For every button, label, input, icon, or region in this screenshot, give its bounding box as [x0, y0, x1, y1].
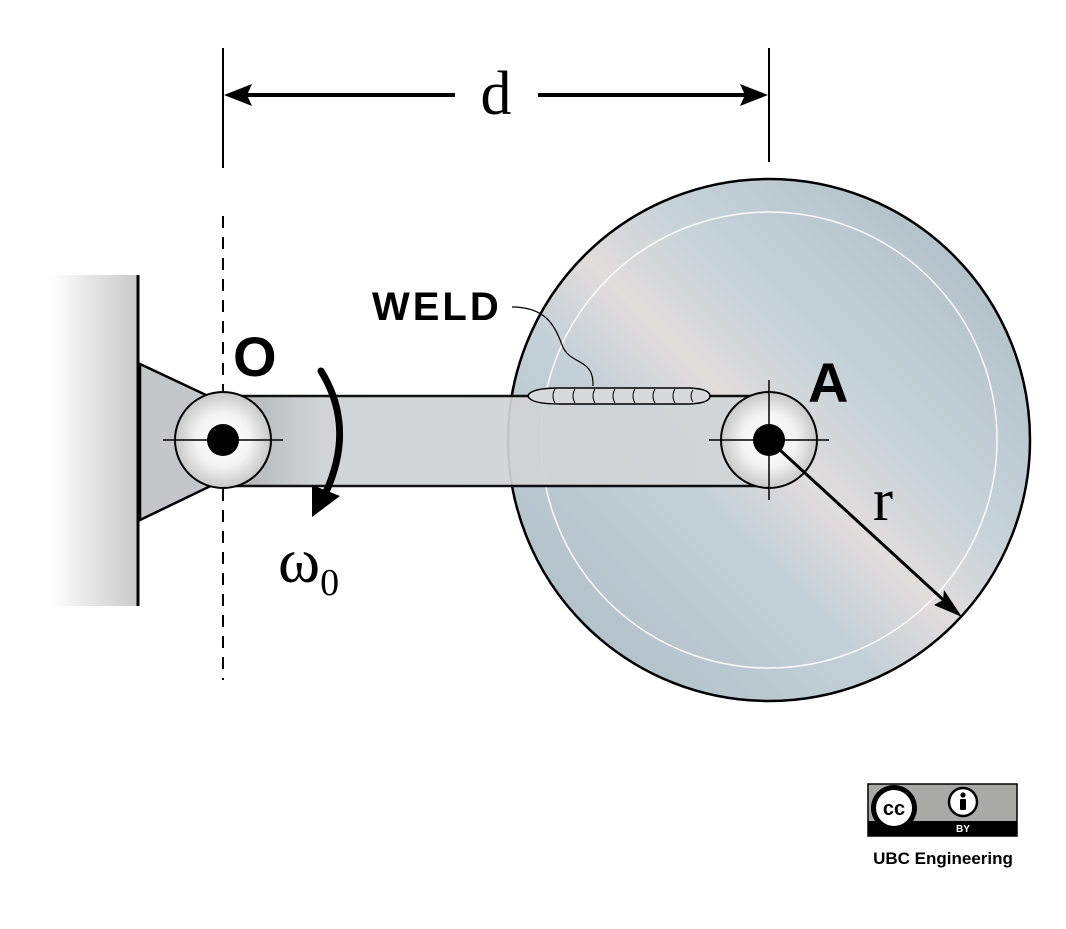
- dimension-d: [222, 48, 770, 168]
- credit-text: UBC Engineering: [873, 849, 1013, 868]
- weld-bead: [527, 387, 711, 405]
- omega-symbol: ω: [278, 525, 320, 596]
- angular-velocity-arrow: [312, 367, 344, 517]
- attribution-person-icon: [947, 786, 979, 818]
- weld-label: WELD: [372, 285, 502, 329]
- radius-label: r: [873, 467, 893, 533]
- pivot-label: O: [233, 325, 277, 388]
- omega-label: ω0: [278, 525, 339, 604]
- cc-by-badge[interactable]: cc BY: [867, 783, 1018, 837]
- omega-subscript: 0: [320, 562, 339, 604]
- pin-o: [163, 391, 283, 489]
- cc-logo-text: cc: [883, 798, 905, 820]
- dimension-label: d: [481, 60, 512, 128]
- center-label: A: [808, 351, 848, 414]
- radius-arrow: [767, 438, 962, 617]
- cc-logo-icon: cc: [871, 785, 917, 831]
- cc-by-label: BY: [956, 824, 970, 835]
- weld-leader-line: [511, 306, 594, 387]
- bar-link: [221, 394, 771, 488]
- fixed-wall: [50, 275, 140, 606]
